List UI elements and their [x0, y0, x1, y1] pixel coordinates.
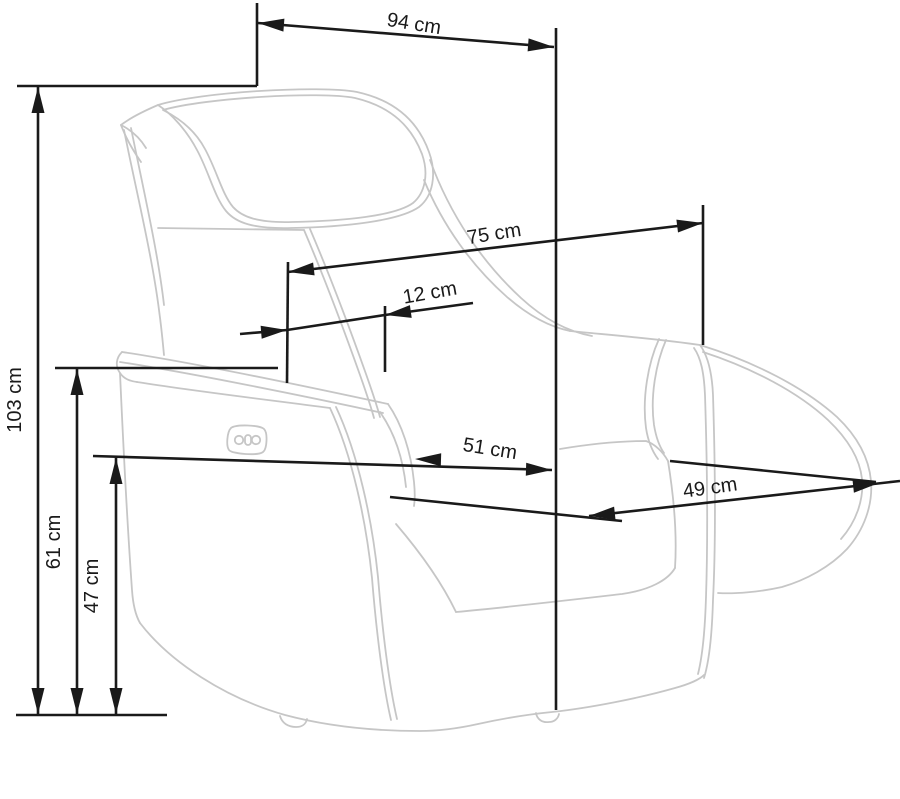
arrowhead-top — [70, 369, 84, 395]
arrowhead-left — [258, 18, 285, 32]
seat-right-edge — [667, 460, 677, 569]
right-armrest-inner — [643, 338, 660, 460]
dimension-label-seat-height: 47 cm — [81, 559, 103, 613]
arrowhead-left — [415, 453, 442, 467]
right-armrest-front-seam — [693, 347, 708, 675]
arrowhead-left — [589, 506, 616, 520]
arrowhead-right — [525, 462, 552, 476]
dimension-line — [287, 221, 704, 274]
right-armrest-outer-seam — [702, 351, 864, 540]
control-button-left — [233, 434, 245, 446]
dim-total-height: 103 cm — [4, 84, 257, 717]
control-panel — [226, 424, 268, 456]
side-panel-left-edge — [119, 372, 141, 624]
headrest-inner-seam — [162, 94, 427, 223]
backrest-left-edge-seam — [130, 127, 165, 306]
leader-line-lower — [389, 495, 623, 523]
arrowhead-right — [676, 219, 703, 233]
left-armrest-inner-edge — [387, 403, 416, 507]
dimension-line — [257, 21, 555, 49]
left-armrest-top — [121, 351, 389, 405]
backrest-right-edge — [429, 159, 593, 337]
dimension-label-seat-width: 51 cm — [461, 434, 518, 464]
arrowhead-top — [109, 458, 123, 484]
arrowhead-bottom — [31, 688, 45, 714]
dim-armrest-height: 61 cm — [43, 366, 278, 714]
dim-seat-width: 51 cm — [92, 434, 553, 476]
right-armrest-inner-seam — [651, 339, 667, 454]
control-button-middle — [244, 434, 252, 446]
arrowhead-left-inward — [260, 325, 287, 339]
dim-seat-depth: 49 cm — [389, 459, 900, 523]
extension-line-left — [285, 261, 290, 384]
arrowhead-right — [527, 38, 554, 52]
headrest-left-flap — [120, 104, 159, 163]
arrowhead-top — [31, 87, 45, 113]
seat-front-edge — [455, 567, 676, 613]
arrowhead-left — [288, 262, 315, 276]
right-armrest-outer — [699, 344, 873, 595]
dim-backrest-width: 75 cm — [285, 205, 705, 384]
left-armrest-inner-seam — [379, 411, 407, 488]
control-button-right — [250, 434, 262, 446]
right-armrest-front — [699, 344, 716, 679]
headrest-outline — [157, 88, 434, 229]
right-armrest-top — [569, 330, 701, 346]
leader-line-upper — [669, 459, 877, 484]
backrest-right-edge-seam — [423, 179, 571, 332]
side-panel-top — [136, 381, 331, 409]
headrest-left-flap-seam — [120, 124, 147, 149]
arrowhead-bottom — [109, 688, 123, 714]
control-panel-outline — [226, 424, 268, 456]
backrest-left-edge — [123, 129, 165, 356]
arrowhead-right — [852, 479, 879, 493]
dimension-label-total-height: 103 cm — [4, 367, 26, 433]
dimension-line — [588, 479, 900, 518]
arrowhead-bottom — [70, 688, 84, 714]
side-panel-right-seam — [335, 406, 398, 720]
chair-drawing — [115, 88, 873, 732]
foot-right — [535, 712, 560, 724]
dim-total-width: 94 cm — [255, 3, 558, 710]
base-bottom-edge — [139, 622, 705, 732]
seat-rear-edge — [559, 440, 669, 462]
dim-headrest-inset: 12 cm — [239, 278, 474, 372]
side-panel-right-edge — [329, 407, 392, 721]
backrest-center-seam-left — [303, 229, 375, 419]
seat-front-left-corner — [395, 523, 457, 613]
dimension-label-headrest-inset: 12 cm — [401, 278, 458, 309]
arrowhead-right-inward — [385, 305, 412, 318]
dimension-label-seat-depth: 49 cm — [682, 473, 739, 502]
foot-left — [279, 715, 308, 728]
dimension-line — [92, 454, 553, 472]
backrest-top-edge — [157, 227, 305, 231]
left-armrest-top-seam — [119, 361, 384, 414]
dimension-label-armrest-height: 61 cm — [43, 515, 65, 569]
dim-seat-height: 47 cm — [81, 458, 123, 714]
